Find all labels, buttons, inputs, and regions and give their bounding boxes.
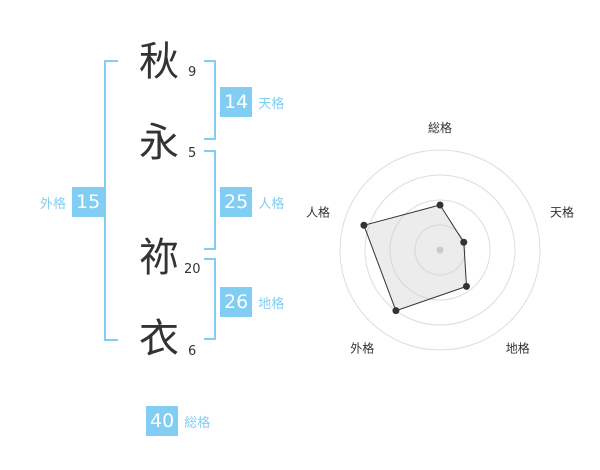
jinkaku-badge: 25 人格 <box>220 187 284 217</box>
radar-point-3 <box>462 282 470 290</box>
gaikaku-label: 外格 <box>40 196 67 212</box>
chikaku-label: 地格 <box>258 296 285 312</box>
radar-point-1 <box>436 201 444 209</box>
soukaku-value: 40 <box>146 406 179 436</box>
stroke-count-3: 20 <box>184 262 201 277</box>
name-char-3: 祢 <box>139 235 179 281</box>
gaikaku-value: 15 <box>72 187 105 217</box>
chikaku-badge: 26 地格 <box>220 287 284 317</box>
radar-axis-label-5: 人格 <box>306 204 330 219</box>
name-char-2: 永 <box>139 120 179 166</box>
radar-axis-label-2: 天格 <box>550 204 574 219</box>
radar-center-dot <box>436 246 444 254</box>
radar-point-2 <box>460 238 468 246</box>
soukaku-label: 総格 <box>184 415 211 431</box>
jinkaku-label: 人格 <box>258 196 285 212</box>
radar-point-5 <box>360 221 368 229</box>
stroke-count-1: 9 <box>188 65 197 80</box>
tenkaku-badge: 14 天格 <box>220 87 284 117</box>
radar-axis-label-1: 総格 <box>428 120 452 135</box>
jinkaku-value: 25 <box>220 187 253 217</box>
tenkaku-value: 14 <box>220 87 253 117</box>
stroke-count-2: 5 <box>188 146 197 161</box>
soukaku-badge: 40 総格 <box>146 406 210 436</box>
radar-axis-label-3: 地格 <box>506 341 530 356</box>
radar-point-4 <box>392 307 400 315</box>
gaikaku-bracket <box>104 60 118 341</box>
name-char-1: 秋 <box>139 39 179 85</box>
chikaku-value: 26 <box>220 287 253 317</box>
radar-axis-label-4: 外格 <box>350 341 374 356</box>
radar-polygon <box>363 204 468 312</box>
chikaku-bracket <box>204 258 216 340</box>
tenkaku-bracket <box>204 60 216 140</box>
tenkaku-label: 天格 <box>258 96 285 112</box>
jinkaku-bracket <box>204 150 216 250</box>
stroke-count-4: 6 <box>188 344 197 359</box>
name-char-4: 衣 <box>139 316 179 362</box>
gaikaku-badge: 外格 15 <box>40 187 105 217</box>
